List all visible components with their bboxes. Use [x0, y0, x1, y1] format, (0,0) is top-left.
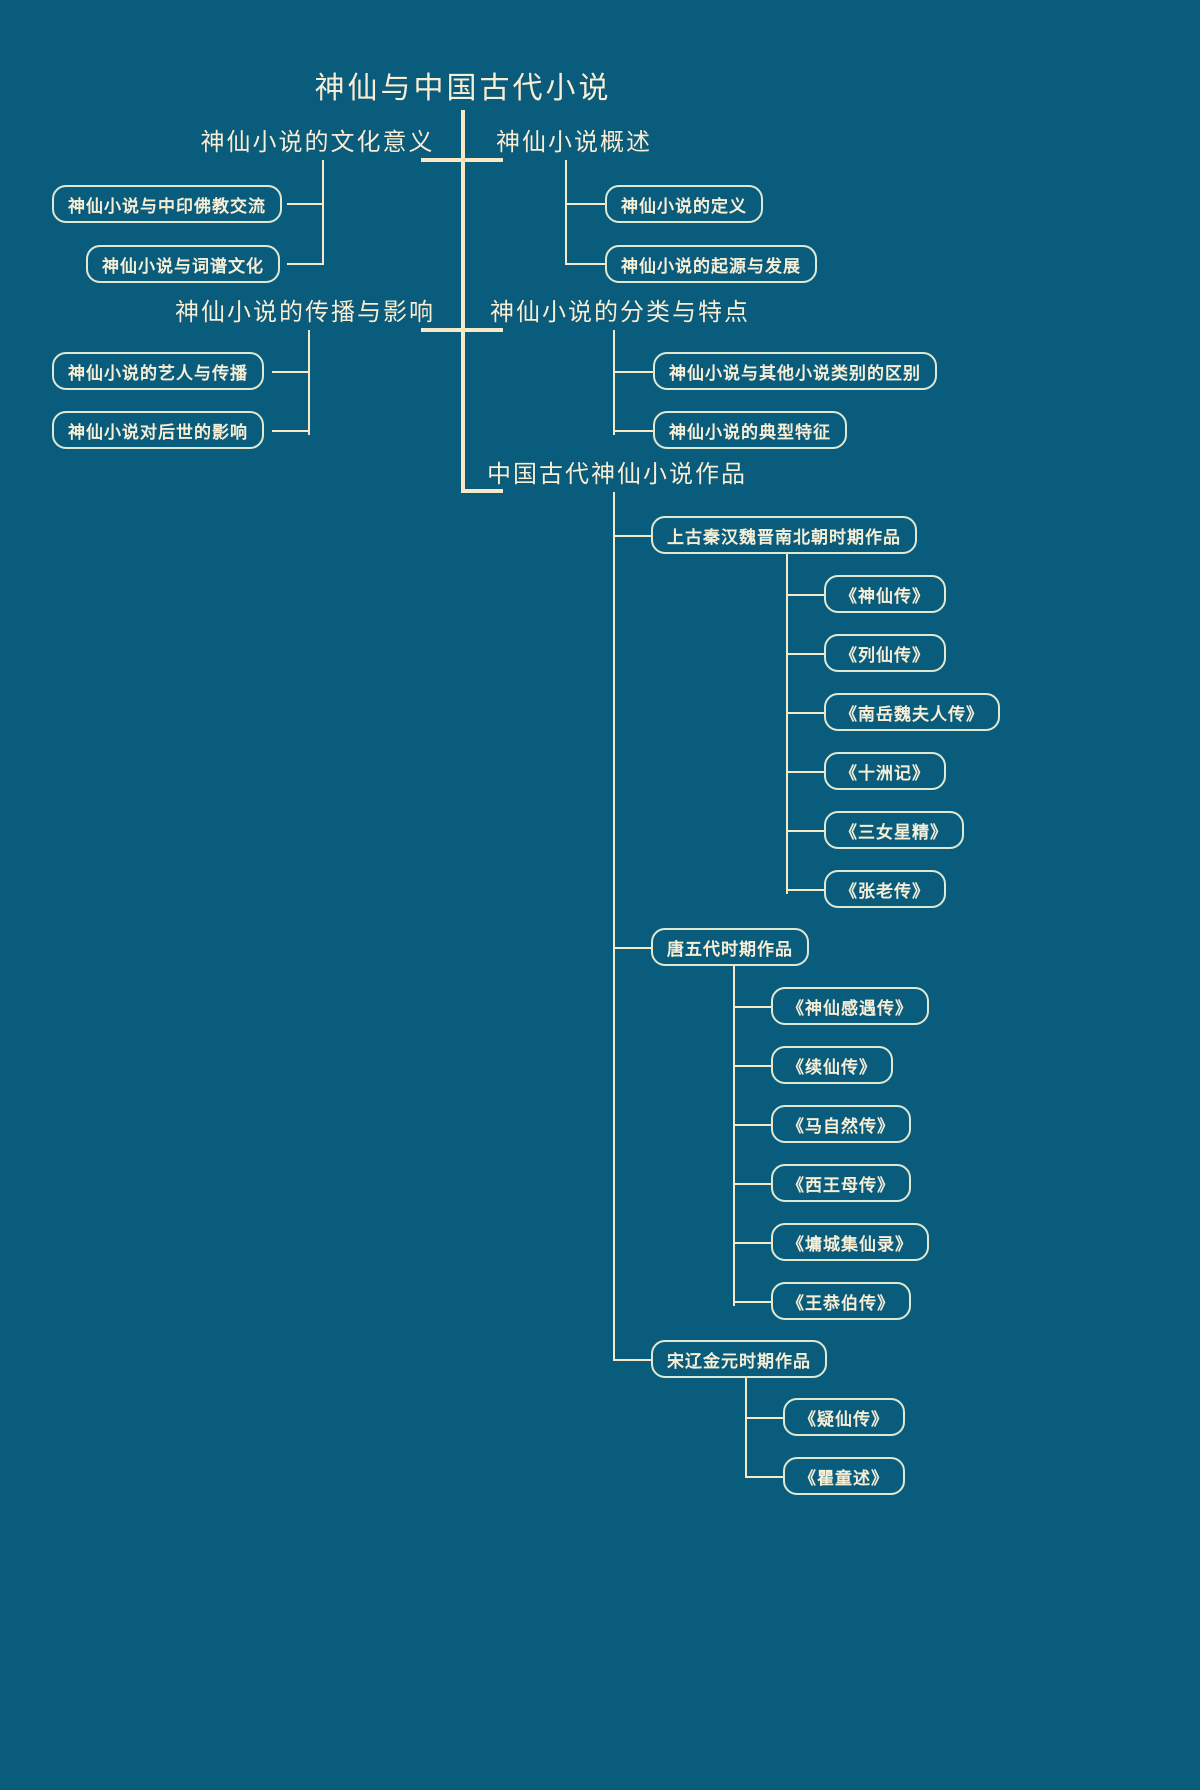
node-work-item[interactable]: 《张老传》: [824, 870, 946, 908]
node-classify-child-1[interactable]: 神仙小说与其他小说类别的区别: [653, 352, 937, 390]
period3-item1-link: [745, 1417, 783, 1419]
period1-item2-link: [786, 653, 824, 655]
trunk-to-works: [461, 489, 503, 493]
period1-item1-link: [786, 594, 824, 596]
period3-item2-link: [745, 1476, 783, 1478]
node-work-item[interactable]: 《十洲记》: [824, 752, 946, 790]
node-work-item[interactable]: 《墉城集仙录》: [771, 1223, 929, 1261]
branch-culture[interactable]: 神仙小说的文化意义: [201, 128, 433, 160]
period2-item2-link: [733, 1065, 771, 1067]
classify-child1-link: [613, 371, 653, 373]
node-culture-child-2[interactable]: 神仙小说与词谱文化: [86, 245, 280, 283]
spread-child1-link: [272, 371, 309, 373]
spread-child2-link: [272, 430, 309, 432]
branch-culture-label: 神仙小说的文化意义: [200, 128, 435, 156]
branch-overview[interactable]: 神仙小说概述: [496, 128, 650, 160]
period3-link: [613, 1359, 651, 1361]
overview-spine: [565, 160, 567, 265]
overview-child2-link: [565, 263, 605, 265]
node-work-item[interactable]: 《神仙感遇传》: [771, 987, 929, 1025]
period2-item5-link: [733, 1242, 771, 1244]
node-overview-child-2[interactable]: 神仙小说的起源与发展: [605, 245, 817, 283]
period1-link: [613, 535, 651, 537]
trunk-row2-left: [421, 328, 463, 332]
node-spread-child-2[interactable]: 神仙小说对后世的影响: [52, 411, 264, 449]
culture-child1-link: [287, 203, 323, 205]
node-overview-child-1[interactable]: 神仙小说的定义: [605, 185, 763, 223]
period2-spine: [733, 966, 735, 1306]
node-classify-child-2[interactable]: 神仙小说的典型特征: [653, 411, 847, 449]
overview-child1-link: [565, 203, 605, 205]
branch-classify[interactable]: 神仙小说的分类与特点: [490, 298, 748, 330]
period1-item5-link: [786, 830, 824, 832]
period1-item3-link: [786, 712, 824, 714]
classify-child2-link: [613, 430, 653, 432]
node-work-item[interactable]: 《续仙传》: [771, 1046, 893, 1084]
works-spine: [613, 492, 615, 1360]
node-work-item[interactable]: 《马自然传》: [771, 1105, 911, 1143]
node-work-item[interactable]: 《西王母传》: [771, 1164, 911, 1202]
node-period-1[interactable]: 上古秦汉魏晋南北朝时期作品: [651, 516, 917, 554]
period2-item1-link: [733, 1006, 771, 1008]
period1-spine: [786, 554, 788, 894]
trunk-vertical: [461, 110, 465, 492]
node-culture-child-1[interactable]: 神仙小说与中印佛教交流: [52, 185, 282, 223]
trunk-row2-right: [461, 328, 503, 332]
period2-item3-link: [733, 1124, 771, 1126]
spread-spine: [308, 330, 310, 435]
branch-works-label: 中国古代神仙小说作品: [487, 460, 747, 488]
node-work-item[interactable]: 《王恭伯传》: [771, 1282, 911, 1320]
node-period-2[interactable]: 唐五代时期作品: [651, 928, 809, 966]
classify-spine: [613, 330, 615, 435]
node-work-item[interactable]: 《三女星精》: [824, 811, 964, 849]
trunk-row1-left: [421, 158, 463, 162]
node-spread-child-1[interactable]: 神仙小说的艺人与传播: [52, 352, 264, 390]
branch-spread-label: 神仙小说的传播与影响: [175, 298, 435, 326]
culture-child2-link: [287, 263, 323, 265]
root-label: 神仙与中国古代小说: [314, 71, 612, 106]
period2-item4-link: [733, 1183, 771, 1185]
node-work-item[interactable]: 《列仙传》: [824, 634, 946, 672]
period1-item6-link: [786, 889, 824, 891]
trunk-row1-right: [461, 158, 503, 162]
branch-classify-label: 神仙小说的分类与特点: [490, 298, 750, 326]
node-work-item[interactable]: 《神仙传》: [824, 575, 946, 613]
node-work-item[interactable]: 《南岳魏夫人传》: [824, 693, 1000, 731]
branch-works[interactable]: 中国古代神仙小说作品: [487, 460, 745, 492]
branch-overview-label: 神仙小说概述: [496, 128, 652, 156]
node-work-item[interactable]: 《疑仙传》: [783, 1398, 905, 1436]
culture-spine: [322, 160, 324, 265]
root-node[interactable]: 神仙与中国古代小说: [315, 68, 609, 110]
branch-spread[interactable]: 神仙小说的传播与影响: [175, 298, 433, 330]
period3-spine: [745, 1378, 747, 1476]
node-period-3[interactable]: 宋辽金元时期作品: [651, 1340, 827, 1378]
period2-link: [613, 947, 651, 949]
node-work-item[interactable]: 《瞿童述》: [783, 1457, 905, 1495]
period2-item6-link: [733, 1301, 771, 1303]
period1-item4-link: [786, 771, 824, 773]
